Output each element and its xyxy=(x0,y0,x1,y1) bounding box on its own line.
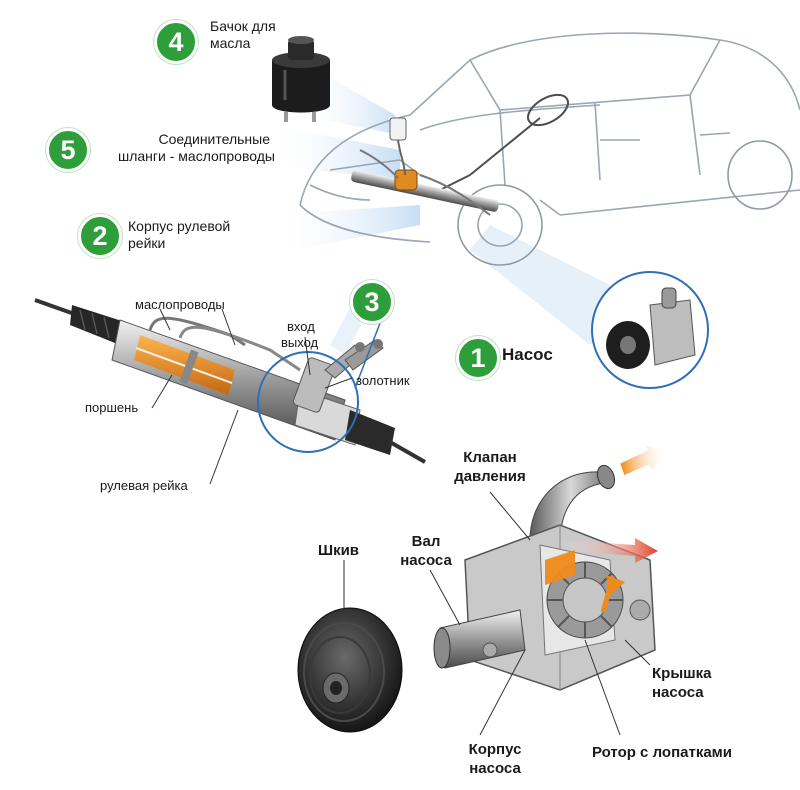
label-rotor: Ротор с лопатками xyxy=(592,744,732,761)
callout-label-line: Насос xyxy=(502,345,553,364)
callout-label-line: рейки xyxy=(128,235,166,251)
callout-label-line: Корпус рулевой xyxy=(128,218,231,234)
car-outline xyxy=(299,32,800,266)
callout-label-pump: Насос xyxy=(502,345,553,364)
label-line: Вал xyxy=(411,533,441,550)
oil-reservoir xyxy=(272,36,330,122)
label-line: Клапан xyxy=(463,449,517,466)
label-pressure-valve: Клапан давления xyxy=(449,448,531,486)
callout-label-line: шланги - маслопроводы xyxy=(118,148,275,164)
pump-leaders xyxy=(343,491,651,736)
callout-badge-5: 5 xyxy=(46,128,90,172)
pump-inset xyxy=(591,271,709,389)
label-pump-shaft: Вал насоса xyxy=(388,532,464,570)
car-steering-rack xyxy=(351,117,499,216)
label-pump-housing: Корпус насоса xyxy=(454,740,536,778)
label-inlet: вход xyxy=(287,319,315,334)
label-spool: золотник xyxy=(356,373,410,388)
callout-badge-3: 3 xyxy=(350,280,394,324)
label-line: давления xyxy=(454,468,526,485)
label-line: насоса xyxy=(652,684,704,701)
callout-badge-4: 4 xyxy=(154,20,198,64)
callout-label-line: Бачок для xyxy=(210,18,276,34)
callout-label-line: Соединительные xyxy=(158,131,270,147)
label-pump-cover: Крышка насоса xyxy=(652,664,711,702)
callout-label-reservoir: Бачок для масла xyxy=(210,18,276,52)
callout-badge-2: 2 xyxy=(78,214,122,258)
rack-cutaway xyxy=(34,298,426,464)
callout-label-rack-housing: Корпус рулевой рейки xyxy=(128,218,230,252)
label-oil-lines: маслопроводы xyxy=(135,297,225,312)
label-line: Крышка xyxy=(652,665,712,682)
label-line: Корпус xyxy=(468,741,522,758)
label-line: насоса xyxy=(469,760,521,777)
rack-leaders xyxy=(151,308,353,485)
pulley xyxy=(297,607,403,733)
label-outlet: выход xyxy=(281,335,319,350)
flow-arrows xyxy=(558,444,668,563)
callout-label-line: масла xyxy=(210,35,251,51)
pump-cutaway xyxy=(433,464,656,691)
callout-badge-1: 1 xyxy=(456,336,500,380)
callout-label-hoses: Соединительные шланги - маслопроводы xyxy=(118,131,275,165)
label-pulley: Шкив xyxy=(318,542,360,559)
label-line: насоса xyxy=(400,552,452,569)
label-piston: поршень xyxy=(85,400,139,415)
label-steering-rack: рулевая рейка xyxy=(100,478,188,493)
